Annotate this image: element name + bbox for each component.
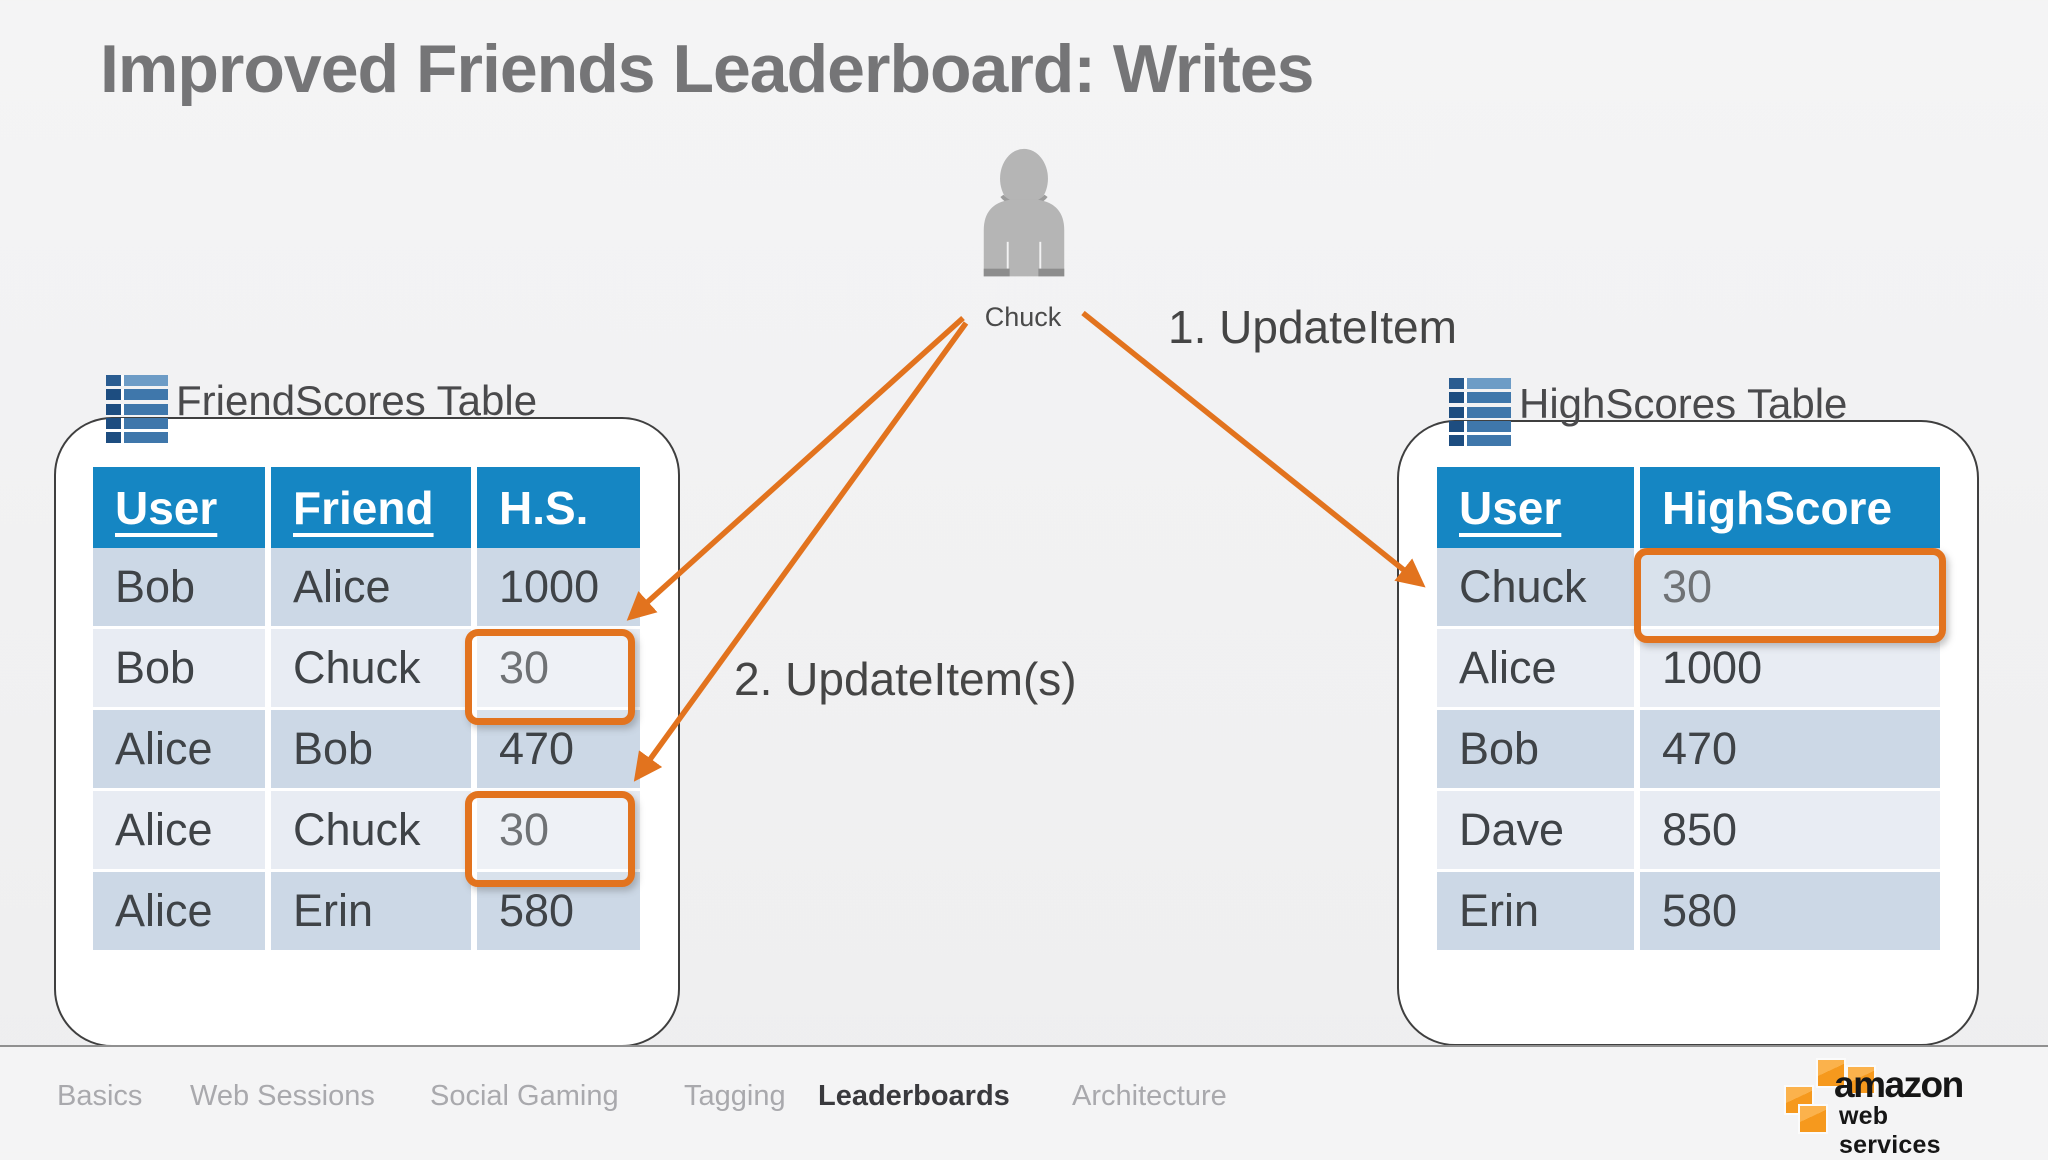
highlight-box [465,791,635,887]
table-cell: Erin [271,872,471,950]
table-cell: Bob [93,548,265,626]
nav-item-social-gaming[interactable]: Social Gaming [430,1080,619,1112]
friendscores-table: User Friend H.S. Bob Alice 1000 Bob Chuc… [93,467,640,950]
column-header: HighScore [1640,467,1940,549]
footer-divider [0,1045,2048,1047]
annotation-updateitems: 2. UpdateItem(s) [734,653,1077,705]
nav-item-tagging[interactable]: Tagging [684,1080,786,1112]
column-header: H.S. [477,467,640,549]
table-cell: Alice [1437,629,1634,707]
highlight-box [465,629,635,725]
table-cell: Chuck [271,629,471,707]
highscores-caption: HighScores Table [1449,378,1847,446]
nav-item-architecture[interactable]: Architecture [1072,1080,1227,1112]
aws-cube-icon [1798,1104,1828,1134]
aws-cube-icon [1816,1058,1846,1088]
aws-logo: amazon web services [1782,1058,1997,1159]
nav-item-web-sessions[interactable]: Web Sessions [190,1080,375,1112]
annotation-updateitem: 1. UpdateItem [1168,301,1457,353]
aws-logo-subtitle: web services [1839,1102,1941,1159]
page-title: Improved Friends Leaderboard: Writes [100,31,1314,107]
highlight-box [1634,548,1946,643]
footer [0,1047,2048,1152]
table-cell: Erin [1437,872,1634,950]
highscores-panel: HighScores Table User HighScore Chuck 30… [1397,378,1979,1046]
column-header: Friend [271,467,471,549]
table-cell: 30 [1640,548,1940,626]
table-cell: Alice [93,872,265,950]
table-cell: 1000 [477,548,640,626]
table-cell: 30 [477,629,640,707]
table-cell: Bob [1437,710,1634,788]
table-cell: Alice [271,548,471,626]
table-cell: Alice [93,791,265,869]
arrow-updateitems-to-friendscores-2 [633,321,969,782]
table-cell: 850 [1640,791,1940,869]
friendscores-title: FriendScores Table [176,377,538,424]
table-cell: Bob [93,629,265,707]
table-cell: Alice [93,710,265,788]
table-cell: 30 [477,791,640,869]
table-cell: Chuck [271,791,471,869]
highscores-table: User HighScore Chuck 30 Alice 1000 Bob 4… [1437,467,1940,950]
table-cell: 580 [1640,872,1940,950]
aws-cube-icon [1846,1065,1876,1095]
table-icon [1449,378,1511,446]
column-header: User [1437,467,1634,549]
aws-logo-wordmark: amazon [1834,1064,1964,1105]
table-cell: 470 [1640,710,1940,788]
person-icon [976,146,1072,284]
highscores-title: HighScores Table [1519,380,1848,427]
friendscores-panel: FriendScores Table User Friend H.S. Bob … [54,375,680,1047]
column-header: User [93,467,265,549]
table-cell: Dave [1437,791,1634,869]
arrow-updateitems-to-friendscores-1 [626,315,965,621]
table-cell: Bob [271,710,471,788]
table-icon [106,375,168,443]
nav-item-basics[interactable]: Basics [57,1080,143,1112]
actor-name-label: Chuck [984,302,1062,332]
nav-item-leaderboards[interactable]: Leaderboards [818,1080,1010,1112]
table-cell: Chuck [1437,548,1634,626]
friendscores-caption: FriendScores Table [106,375,537,443]
